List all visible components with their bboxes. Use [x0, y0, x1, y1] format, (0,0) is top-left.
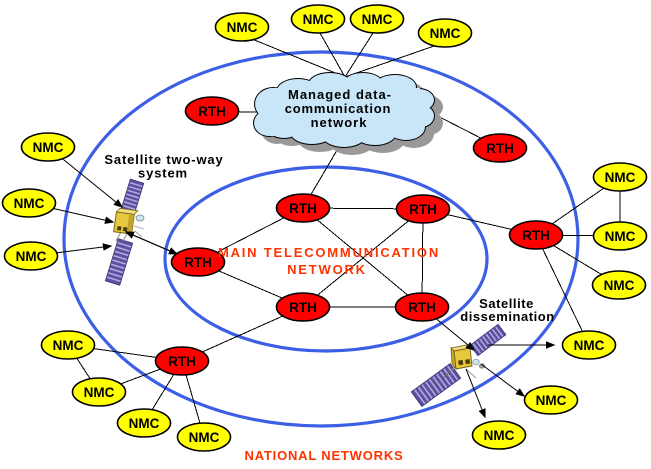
- svg-text:NMC: NMC: [303, 12, 334, 27]
- svg-text:NMC: NMC: [536, 393, 567, 408]
- svg-text:RTH: RTH: [408, 300, 436, 315]
- svg-text:NMC: NMC: [605, 170, 636, 185]
- svg-text:RTH: RTH: [409, 202, 437, 217]
- svg-text:RTH: RTH: [289, 300, 317, 315]
- svg-text:RTH: RTH: [168, 354, 196, 369]
- svg-text:dissemination: dissemination: [460, 309, 555, 324]
- svg-text:Satellite: Satellite: [479, 296, 534, 311]
- svg-text:NMC: NMC: [227, 20, 258, 35]
- svg-text:NMC: NMC: [484, 428, 515, 443]
- svg-text:NMC: NMC: [189, 430, 220, 445]
- svg-text:MAIN TELECOMMUNICATION: MAIN TELECOMMUNICATION: [218, 245, 440, 260]
- svg-text:system: system: [138, 166, 188, 181]
- svg-text:NMC: NMC: [362, 12, 393, 27]
- svg-text:NMC: NMC: [16, 249, 47, 264]
- svg-text:RTH: RTH: [184, 255, 212, 270]
- svg-text:NMC: NMC: [430, 26, 461, 41]
- svg-text:Satellite two-way: Satellite two-way: [104, 152, 223, 167]
- svg-text:NMC: NMC: [84, 385, 115, 400]
- svg-text:NMC: NMC: [605, 229, 636, 244]
- svg-text:RTH: RTH: [522, 228, 550, 243]
- svg-text:RTH: RTH: [289, 201, 317, 216]
- svg-text:NATIONAL NETWORKS: NATIONAL NETWORKS: [245, 448, 404, 463]
- svg-text:NMC: NMC: [33, 140, 64, 155]
- svg-text:NMC: NMC: [53, 338, 84, 353]
- svg-text:NMC: NMC: [14, 196, 45, 211]
- svg-text:RTH: RTH: [198, 104, 226, 119]
- svg-text:NMC: NMC: [129, 416, 160, 431]
- svg-text:NMC: NMC: [604, 278, 635, 293]
- svg-text:Managed data-: Managed data-: [288, 87, 392, 102]
- svg-text:network: network: [311, 115, 368, 130]
- svg-text:RTH: RTH: [486, 141, 514, 156]
- svg-text:NETWORK: NETWORK: [287, 262, 367, 277]
- svg-text:NMC: NMC: [574, 338, 605, 353]
- svg-text:communication: communication: [285, 101, 391, 116]
